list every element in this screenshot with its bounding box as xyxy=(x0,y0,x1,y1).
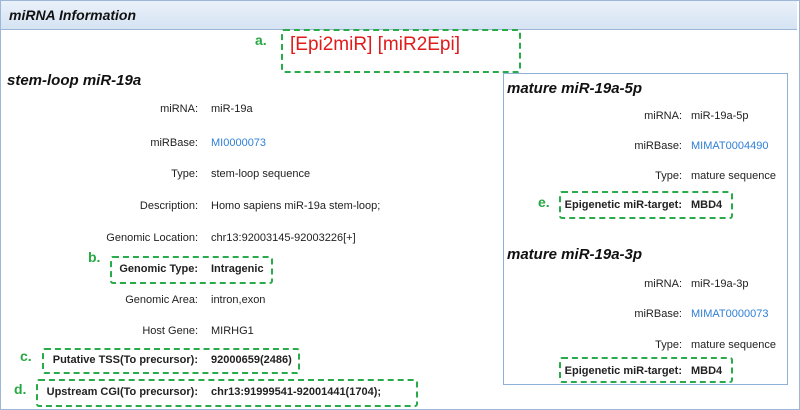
mature3p-mirna-value: miR-19a-3p xyxy=(691,278,749,290)
panel-header: miRNA Information xyxy=(1,1,797,30)
mature5p-mirbase-label: miRBase: xyxy=(634,140,682,152)
stemloop-garea-value: intron,exon xyxy=(211,294,266,306)
stemloop-desc-value: Homo sapiens miR-19a stem-loop; xyxy=(211,200,381,212)
mir2epi-link[interactable]: [miR2Epi] xyxy=(377,34,460,55)
mature3p-target-value[interactable]: MBD4 xyxy=(691,365,723,377)
annotation-c: c. xyxy=(20,348,32,364)
mature3p-target-label: Epigenetic miR-target: xyxy=(564,365,682,377)
stemloop-location-label: Genomic Location: xyxy=(106,232,198,244)
annotation-box-a xyxy=(281,29,521,73)
annotation-box-b xyxy=(110,256,273,284)
stemloop-mirbase-label: miRBase: xyxy=(150,137,198,149)
mature3p-type-label: Type: xyxy=(655,339,682,351)
mature3p-mirbase-link[interactable]: MIMAT0000073 xyxy=(691,308,769,320)
annotation-d: d. xyxy=(14,381,27,397)
annotation-a: a. xyxy=(255,32,267,48)
mature5p-type-value: mature sequence xyxy=(691,170,776,182)
mature3p-type-value: mature sequence xyxy=(691,339,776,351)
stemloop-host-value: MIRHG1 xyxy=(211,325,254,337)
stemloop-type-label: Type: xyxy=(171,168,198,180)
annotation-box-e2 xyxy=(559,357,733,383)
stemloop-desc-label: Description: xyxy=(139,200,198,212)
epi2mir-link[interactable]: [Epi2miR] xyxy=(290,34,373,55)
stemloop-location-value: chr13:92003145-92003226[+] xyxy=(211,232,356,244)
mature3p-mirna-label: miRNA: xyxy=(644,278,682,290)
stemloop-mirna-value: miR-19a xyxy=(211,103,253,115)
stemloop-cgi-label: Upstream CGI(To precursor): xyxy=(46,386,198,398)
annotation-box-d xyxy=(36,379,418,407)
annotation-box-c xyxy=(42,348,300,374)
annotation-box-e xyxy=(559,191,733,219)
mature5p-target-value[interactable]: MBD4 xyxy=(691,199,723,211)
stemloop-gtype-value: Intragenic xyxy=(211,263,264,275)
stemloop-mirna-label: miRNA: xyxy=(160,103,198,115)
mature3p-title: mature miR-19a-3p xyxy=(507,246,643,263)
stemloop-title: stem-loop miR-19a xyxy=(7,72,142,89)
stemloop-host-label: Host Gene: xyxy=(142,325,198,337)
stemloop-garea-label: Genomic Area: xyxy=(125,294,198,306)
stemloop-tss-label: Putative TSS(To precursor): xyxy=(52,354,198,366)
mature5p-target-label: Epigenetic miR-target: xyxy=(564,199,682,211)
stemloop-mirbase-link[interactable]: MI0000073 xyxy=(211,137,267,149)
annotation-e: e. xyxy=(538,194,550,210)
panel-title: miRNA Information xyxy=(9,7,137,23)
stemloop-tss-value: 92000659(2486) xyxy=(211,354,292,366)
mature5p-mirbase-link[interactable]: MIMAT0004490 xyxy=(691,140,769,152)
stemloop-cgi-value: chr13:91999541-92001441(1704); xyxy=(211,386,382,398)
epi-links: [Epi2miR] [miR2Epi] xyxy=(290,34,460,56)
mature3p-mirbase-label: miRBase: xyxy=(634,308,682,320)
stemloop-gtype-label: Genomic Type: xyxy=(119,263,198,275)
annotation-b: b. xyxy=(88,249,101,265)
mature5p-mirna-label: miRNA: xyxy=(644,110,682,122)
mature5p-mirna-value: miR-19a-5p xyxy=(691,110,749,122)
mature-panel xyxy=(503,73,788,385)
mature5p-title: mature miR-19a-5p xyxy=(507,80,643,97)
mature5p-type-label: Type: xyxy=(655,170,682,182)
stemloop-type-value: stem-loop sequence xyxy=(211,168,311,180)
